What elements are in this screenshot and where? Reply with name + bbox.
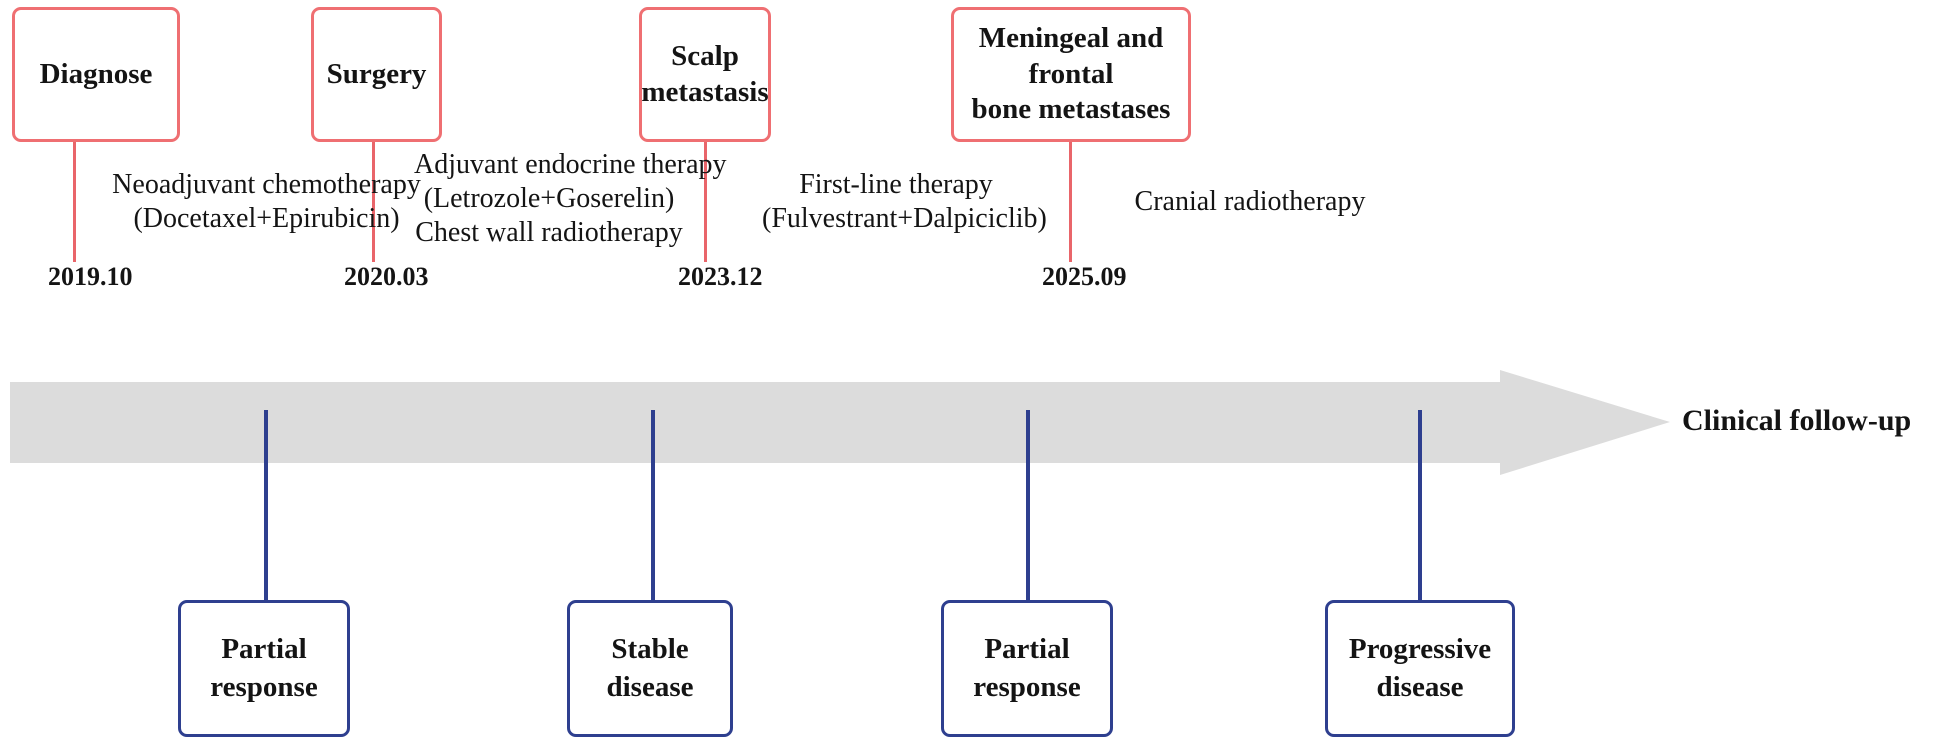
connector-event-meningeal [1069, 142, 1072, 262]
event-label-line2: metastasis [641, 75, 769, 108]
outcome-box-partial-response-1: Partial response [178, 600, 350, 737]
therapy-line-1: First-line therapy [799, 169, 993, 200]
therapy-line-2: (Fulvestrant+Dalpiciclib) [762, 203, 1047, 235]
outcome-label-line1: Progressive [1348, 632, 1492, 665]
date-label-2020-03: 2020.03 [344, 262, 429, 291]
outcome-label-line2: disease [1376, 670, 1464, 703]
connector-event-surgery [372, 142, 375, 262]
therapy-label-adjuvant-endocrine: Adjuvant endocrine therapy (Letrozole+Go… [414, 148, 727, 250]
outcome-label-line2: disease [606, 670, 694, 703]
event-box-diagnose: Diagnose [12, 7, 180, 142]
connector-event-diagnose [73, 142, 76, 262]
connector-outcome-partial-response-1 [264, 410, 268, 603]
therapy-line-2: (Letrozole+Goserelin) [423, 183, 675, 215]
connector-event-scalp-metastasis [704, 142, 707, 262]
outcome-label-line1: Partial [984, 632, 1070, 665]
date-label-2025-09: 2025.09 [1042, 262, 1127, 291]
outcome-label-line1: Partial [221, 632, 307, 665]
outcome-box-stable-disease: Stable disease [567, 600, 733, 737]
date-label-2023-12: 2023.12 [678, 262, 763, 291]
connector-outcome-partial-response-2 [1026, 410, 1030, 603]
connector-outcome-progressive-disease [1418, 410, 1422, 603]
event-box-surgery: Surgery [311, 7, 442, 142]
arrow-shape [10, 370, 1670, 475]
event-label-line1: Diagnose [39, 57, 153, 90]
therapy-line-1: Adjuvant endocrine therapy [414, 149, 727, 180]
outcome-box-partial-response-2: Partial response [941, 600, 1113, 737]
event-label-line1: Scalp [671, 40, 739, 73]
therapy-label-neoadjuvant: Neoadjuvant chemotherapy (Docetaxel+Epir… [94, 168, 439, 236]
connector-outcome-stable-disease [651, 410, 655, 603]
event-label-line1: Meningeal and frontal [978, 22, 1164, 90]
event-box-meningeal-frontal-bone-metastases: Meningeal and frontal bone metastases [951, 7, 1191, 142]
outcome-box-progressive-disease: Progressive disease [1325, 600, 1515, 737]
date-label-2019-10: 2019.10 [48, 262, 133, 291]
therapy-label-cranial-radiotherapy: Cranial radiotherapy [1118, 185, 1382, 219]
event-label-line2: bone metastases [971, 93, 1171, 126]
axis-caption: Clinical follow-up [1682, 404, 1912, 437]
event-box-scalp-metastasis: Scalp metastasis [639, 7, 771, 142]
timeline-arrow [10, 370, 1670, 475]
therapy-line-1: Cranial radiotherapy [1134, 186, 1366, 217]
event-label-line1: Surgery [326, 57, 427, 90]
outcome-label-line1: Stable [611, 632, 689, 665]
therapy-line-3: Chest wall radiotherapy [415, 217, 683, 249]
outcome-label-line2: response [210, 670, 318, 703]
outcome-label-line2: response [973, 670, 1081, 703]
therapy-label-first-line: First-line therapy (Fulvestrant+Dalpicic… [762, 168, 1047, 236]
therapy-line-2: (Docetaxel+Epirubicin) [133, 203, 400, 235]
therapy-line-1: Neoadjuvant chemotherapy [112, 169, 421, 200]
